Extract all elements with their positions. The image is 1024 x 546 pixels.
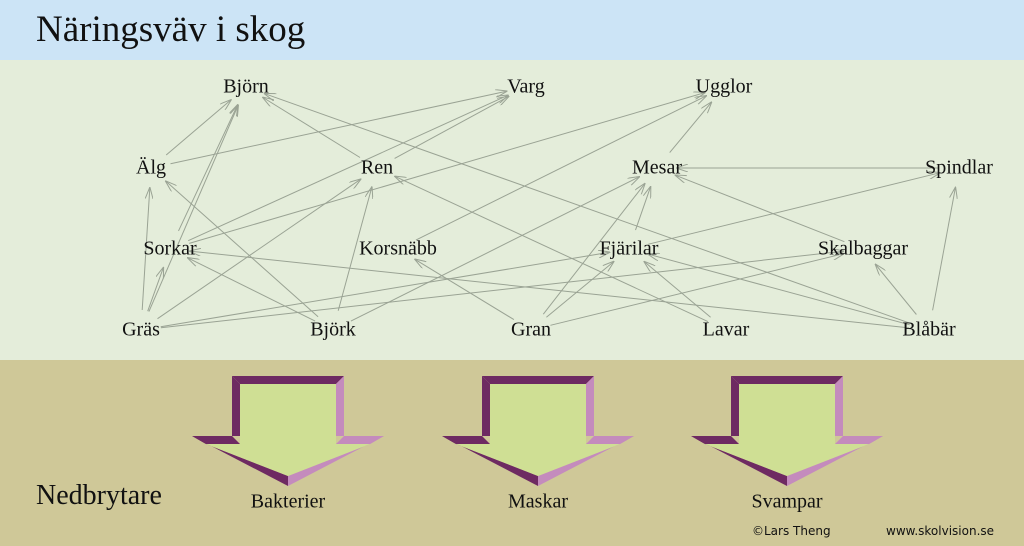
node-skalbaggar: Skalbaggar	[818, 237, 908, 260]
arrow-sorkar-to-varg	[187, 95, 508, 242]
arrow-bjork-to-mesar	[350, 177, 639, 322]
node-gran: Gran	[511, 318, 551, 341]
node-mesar: Mesar	[632, 156, 682, 179]
arrow-gras-to-bjorn	[148, 105, 238, 312]
arrow-bjork-to-sorkar	[188, 258, 316, 322]
node-ugglor: Ugglor	[695, 75, 753, 98]
node-sorkar: Sorkar	[143, 237, 197, 260]
arrow-fjarilar-to-mesar	[635, 187, 651, 231]
decomposer-arrow-maskar	[442, 376, 634, 486]
arrow-bjork-to-ren	[337, 187, 372, 311]
arrow-blabar-to-skalbaggar	[876, 265, 917, 315]
arrow-korsnabb-to-ugglor	[415, 96, 706, 241]
node-blabar: Blåbär	[902, 318, 956, 341]
arrow-gran-to-fjarilar	[546, 262, 613, 318]
arrow-ren-to-bjorn	[263, 98, 361, 158]
food-web-area	[0, 60, 1024, 361]
node-lavar: Lavar	[702, 318, 750, 341]
arrow-gras-to-sorkar	[147, 268, 164, 312]
author-credit: ©Lars Theng	[752, 524, 831, 538]
node-fjarilar: Fjärilar	[599, 237, 659, 260]
arrow-lavar-to-fjarilar	[644, 262, 711, 318]
arrow-gran-to-korsnabb	[415, 259, 515, 321]
decomposer-arrow-bakterier	[192, 376, 384, 486]
decomposers-title: Nedbrytare	[36, 480, 162, 511]
arrow-blabar-to-sorkar	[190, 251, 910, 329]
node-korsnabb: Korsnäbb	[359, 237, 437, 260]
arrow-skalbaggar-to-mesar	[676, 175, 845, 243]
arrow-gras-to-fjarilar	[160, 252, 610, 328]
node-spindlar: Spindlar	[925, 156, 993, 179]
decomposer-maskar: Maskar	[508, 490, 568, 513]
arrow-mesar-to-ugglor	[669, 102, 712, 153]
arrow-sorkar-to-ugglor	[189, 93, 705, 244]
node-bjorn: Björn	[223, 75, 269, 98]
decomposer-bakterier: Bakterier	[250, 490, 326, 513]
arrow-gran-to-skalbaggar	[550, 254, 843, 326]
arrow-fjarilar-to-spindlar	[648, 173, 939, 245]
arrow-gras-to-skalbaggar	[160, 251, 843, 329]
website-credit: www.skolvision.se	[886, 524, 995, 538]
node-ren: Ren	[360, 156, 394, 179]
arrow-blabar-to-bjorn	[265, 94, 911, 324]
arrow-gras-to-alg	[141, 188, 150, 311]
decomposer-arrow-svampar	[691, 376, 883, 486]
arrow-gras-to-ren	[157, 179, 361, 320]
page-title: Näringsväv i skog	[36, 9, 306, 50]
node-alg: Älg	[136, 156, 166, 179]
node-varg: Varg	[507, 75, 545, 98]
decomposer-svampar: Svampar	[751, 490, 823, 513]
arrow-blabar-to-fjarilar	[648, 254, 910, 326]
arrow-alg-to-varg	[170, 91, 507, 165]
arrow-blabar-to-spindlar	[932, 188, 956, 311]
arrow-sorkar-to-bjorn	[178, 105, 238, 232]
node-gras: Gräs	[122, 318, 160, 341]
arrow-bjork-to-alg	[166, 181, 319, 318]
arrow-alg-to-bjorn	[165, 100, 231, 156]
arrow-ren-to-varg	[394, 97, 509, 159]
arrow-gran-to-mesar	[542, 184, 644, 315]
arrow-lavar-to-ren	[395, 176, 709, 323]
node-bjork: Björk	[310, 318, 356, 341]
